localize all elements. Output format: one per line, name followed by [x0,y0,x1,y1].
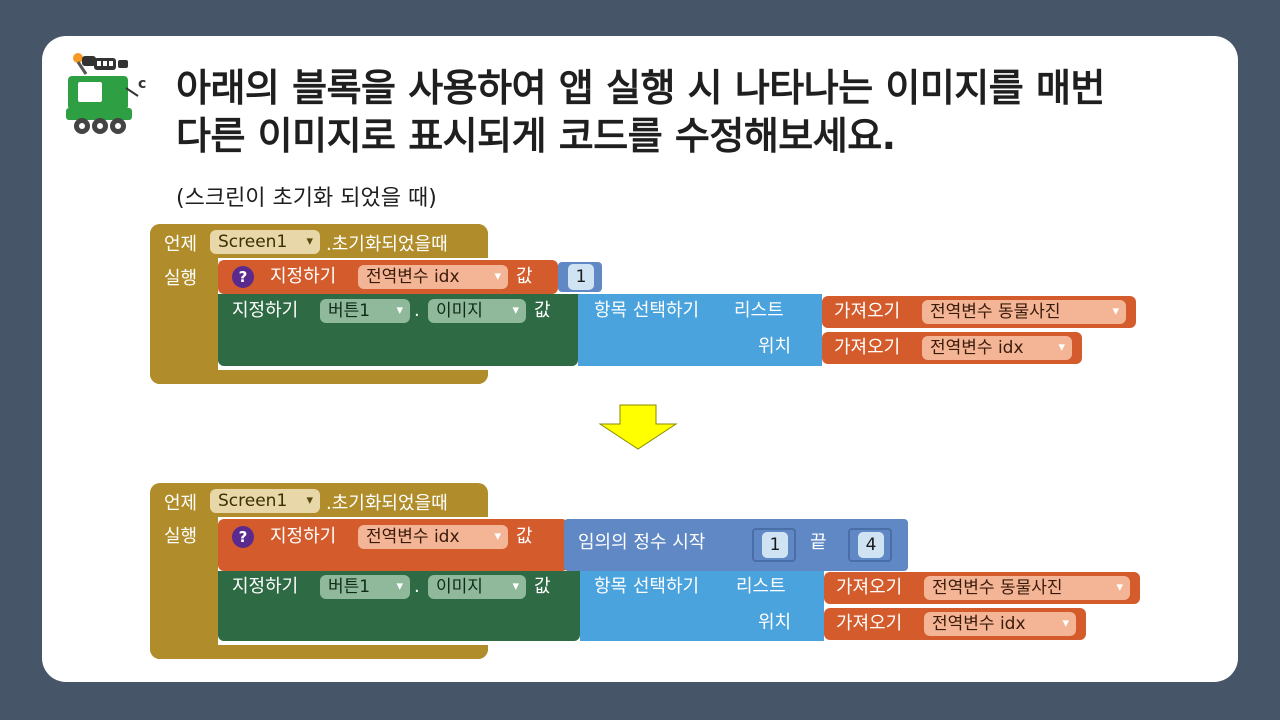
random-int-label: 임의의 정수 시작 [578,532,706,553]
svg-text:c: c [138,76,146,92]
down-arrow-icon [598,404,678,450]
select-item-label: 항목 선택하기 [594,300,700,321]
event-when-label: 언제 [164,234,198,255]
select-item-label-2: 항목 선택하기 [594,576,700,597]
set-value-label-2: 값 [534,576,551,597]
event-do-label: 실행 [164,268,198,289]
button-component-dropdown-2[interactable]: 버튼1 [320,575,410,599]
event-name-label: .초기화되었을때 [326,234,448,255]
index-label-2: 위치 [758,612,792,633]
value-label: 값 [516,266,533,287]
button-component-dropdown[interactable]: 버튼1 [320,299,410,323]
global-photos-dropdown[interactable]: 전역변수 동물사진 [922,300,1126,324]
random-to-label: 끝 [810,532,827,553]
global-idx-dropdown-2[interactable]: 전역변수 idx [358,525,508,549]
select-list-item-block-2[interactable] [580,571,824,641]
event-when-label-2: 언제 [164,493,198,514]
set-global-label-2: 지정하기 [270,526,337,547]
help-icon-2[interactable]: ? [232,526,254,548]
page-subtitle: (스크린이 초기화 되었을 때) [176,186,437,211]
dot-label: . [414,300,420,321]
random-to-value[interactable]: 4 [858,532,884,558]
global-photos-dropdown-2[interactable]: 전역변수 동물사진 [924,576,1130,600]
get-idx-label: 가져오기 [834,337,901,358]
select-list-item-block[interactable] [578,294,822,366]
event-name-label-2: .초기화되었을때 [326,493,448,514]
page-title: 아래의 블록을 사용하여 앱 실행 시 나타나는 이미지를 매번 다른 이미지로… [176,64,1236,160]
screen-component-dropdown[interactable]: Screen1 [210,230,320,254]
list-label-2: 리스트 [736,576,786,597]
index-label: 위치 [758,336,792,357]
robot-logo-icon: c [66,53,146,134]
list-label: 리스트 [734,300,784,321]
dot-label-2: . [414,576,420,597]
help-icon[interactable]: ? [232,266,254,288]
image-property-dropdown[interactable]: 이미지 [428,299,526,323]
image-property-dropdown-2[interactable]: 이미지 [428,575,526,599]
number-one-value[interactable]: 1 [568,264,594,290]
get-idx-label-2: 가져오기 [836,613,903,634]
set-prop-label-2: 지정하기 [232,576,299,597]
title-line-2: 다른 이미지로 표시되게 코드를 수정해보세요. [176,114,896,158]
global-idx-get-dropdown-2[interactable]: 전역변수 idx [924,612,1076,636]
random-from-value[interactable]: 1 [762,532,788,558]
set-value-label: 값 [534,300,551,321]
set-prop-label: 지정하기 [232,300,299,321]
set-global-label: 지정하기 [270,266,337,287]
get-photos-label: 가져오기 [834,301,901,322]
title-line-1: 아래의 블록을 사용하여 앱 실행 시 나타나는 이미지를 매번 [176,66,1105,110]
global-idx-dropdown[interactable]: 전역변수 idx [358,265,508,289]
screen-component-dropdown-2[interactable]: Screen1 [210,489,320,513]
value-label-2: 값 [516,526,533,547]
global-idx-get-dropdown[interactable]: 전역변수 idx [922,336,1072,360]
event-do-label-2: 실행 [164,526,198,547]
get-photos-label-2: 가져오기 [836,577,903,598]
